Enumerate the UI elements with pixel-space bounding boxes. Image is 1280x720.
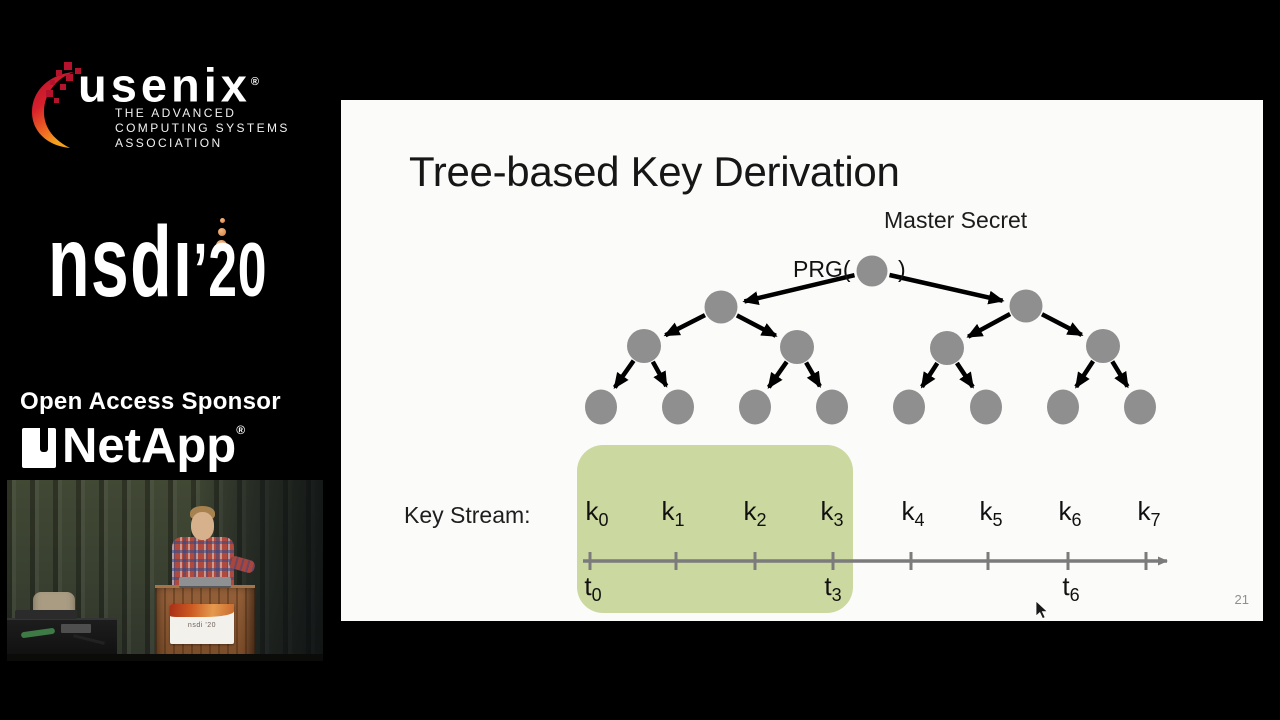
key-label-k0: k0 <box>585 496 609 530</box>
tree-node <box>1009 289 1043 323</box>
mouse-cursor-icon <box>1035 600 1049 620</box>
podium-sign-graphic <box>170 604 234 617</box>
nsdi-year: ’20 <box>193 228 268 313</box>
speaker-video: nsdi ’20 <box>7 480 323 661</box>
netapp-registered-mark: ® <box>236 423 246 437</box>
key-label-k3: k3 <box>820 496 844 530</box>
tree-root-node <box>856 255 888 287</box>
key-label-k2: k2 <box>743 496 767 530</box>
usenix-logo: usenix® THE ADVANCED COMPUTING SYSTEMS A… <box>20 58 320 158</box>
usenix-tagline-line: ASSOCIATION <box>115 136 223 150</box>
key-label-k1: k1 <box>661 496 685 530</box>
podium-sign: nsdi ’20 <box>170 604 234 644</box>
tree-leaf-node <box>1047 389 1079 425</box>
usenix-tagline-line: THE ADVANCED <box>115 106 237 120</box>
tree-node <box>930 331 964 365</box>
key-label-k5: k5 <box>979 496 1003 530</box>
stage-floor <box>7 654 323 661</box>
usenix-flame-icon <box>32 62 81 148</box>
usenix-registered-mark: ® <box>250 76 260 88</box>
tree-leaf-node <box>662 389 694 425</box>
timeline-ticks <box>588 552 1148 570</box>
netapp-wordmark: NetApp® <box>62 419 246 473</box>
usenix-wordmark: usenix® <box>78 58 260 112</box>
tree-leaf-node <box>816 389 848 425</box>
key-label-k6: k6 <box>1058 496 1082 530</box>
tree-node <box>780 330 814 364</box>
slide-page-number: 21 <box>1234 592 1249 607</box>
speaker-head <box>191 512 214 540</box>
key-label-k4: k4 <box>901 496 925 530</box>
tree-nodes <box>585 255 1156 425</box>
nsdi-dot-icon <box>220 218 225 223</box>
master-secret-label: Master Secret <box>884 207 1028 233</box>
nsdi20-logo: nsdı’20 <box>48 200 308 320</box>
nsdi-dot-icon <box>216 240 227 251</box>
tree-leaf-node <box>893 389 925 425</box>
tree-leaf-node <box>585 389 617 425</box>
timeline <box>583 552 1168 570</box>
usenix-tagline-line: COMPUTING SYSTEMS <box>115 121 290 135</box>
tree-node <box>704 290 738 324</box>
nsdi-dot-icon <box>218 228 226 236</box>
av-equipment-table <box>7 610 117 661</box>
laptop <box>179 577 231 588</box>
tree-leaf-node <box>1124 389 1156 425</box>
key-tree-diagram <box>583 255 1168 570</box>
slide-title: Tree-based Key Derivation <box>409 148 900 195</box>
time-label-t6: t6 <box>1062 571 1080 605</box>
tree-node <box>1086 329 1120 363</box>
time-label-t3: t3 <box>824 571 842 605</box>
prg-label-close: ) <box>898 256 906 282</box>
tree-arrows <box>612 272 1130 390</box>
open-access-sponsor-label: Open Access Sponsor <box>20 388 281 415</box>
podium-sign-text: nsdi ’20 <box>187 622 217 629</box>
netapp-logo-icon <box>22 428 56 468</box>
prg-label-open: PRG( <box>793 256 851 282</box>
usenix-tagline: THE ADVANCED COMPUTING SYSTEMS ASSOCIATI… <box>115 106 290 151</box>
tree-node <box>627 329 661 363</box>
nsdi-wordmark: nsdı <box>48 206 194 318</box>
key-window-highlight <box>577 445 853 613</box>
slide: Tree-based Key Derivation Master Secret … <box>341 100 1263 621</box>
time-label-t0: t0 <box>584 571 602 605</box>
podium: nsdi ’20 <box>155 585 255 661</box>
tree-leaf-node <box>739 389 771 425</box>
key-label-k7: k7 <box>1137 496 1161 530</box>
tree-leaf-node <box>970 389 1002 425</box>
key-stream-label: Key Stream: <box>404 502 531 528</box>
